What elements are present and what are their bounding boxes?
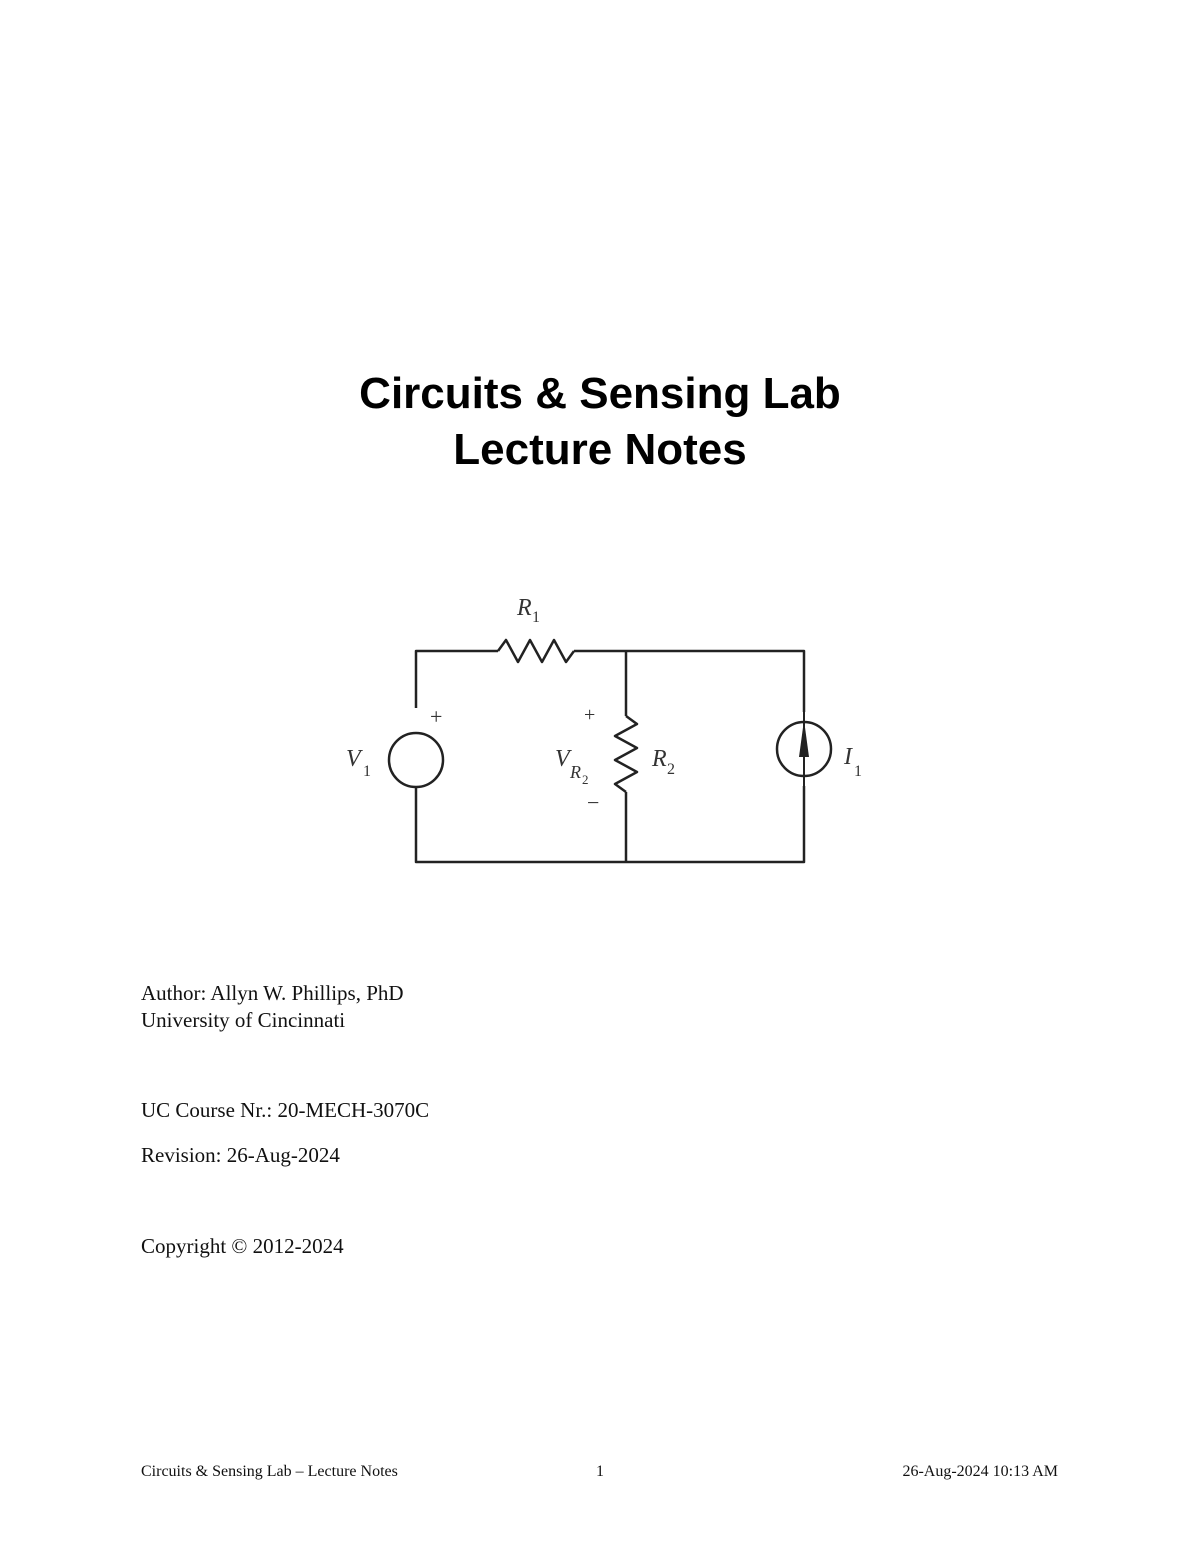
svg-text:R: R	[651, 746, 667, 772]
title-line-2: Lecture Notes	[453, 425, 747, 474]
svg-text:1: 1	[532, 609, 540, 626]
arrow-up-icon	[799, 720, 809, 757]
wire-left	[414, 649, 498, 708]
svg-text:R: R	[516, 595, 532, 621]
title-line-1: Circuits & Sensing Lab	[359, 369, 841, 418]
circuit-diagram: R 1 + V 1 + V R 2 − R 2 I 1	[330, 580, 890, 880]
svg-text:+: +	[430, 704, 442, 729]
svg-text:+: +	[584, 704, 595, 726]
svg-text:−: −	[587, 790, 599, 815]
resistor-r1-icon	[496, 638, 576, 664]
resistor-r2-icon	[613, 714, 639, 794]
svg-text:1: 1	[854, 763, 862, 780]
svg-text:2: 2	[667, 761, 675, 778]
svg-text:V: V	[346, 746, 363, 772]
copyright: Copyright © 2012-2024	[141, 1234, 344, 1258]
page-number: 1	[596, 1463, 604, 1480]
svg-text:I: I	[843, 744, 853, 770]
svg-text:2: 2	[582, 772, 589, 787]
wire-top	[574, 649, 806, 712]
voltage-source-v1-icon	[387, 731, 445, 789]
footer-left: Circuits & Sensing Lab – Lecture Notes	[141, 1463, 398, 1480]
footer-timestamp: 26-Aug-2024 10:13 AM	[902, 1463, 1058, 1480]
document-title: Circuits & Sensing Lab Lecture Notes	[0, 366, 1200, 478]
author: Author: Allyn W. Phillips, PhD	[141, 981, 404, 1005]
course-number: UC Course Nr.: 20-MECH-3070C	[141, 1098, 430, 1122]
svg-text:1: 1	[363, 763, 371, 780]
affiliation: University of Cincinnati	[141, 1008, 346, 1032]
svg-text:R: R	[569, 762, 581, 782]
revision: Revision: 26-Aug-2024	[141, 1143, 340, 1167]
svg-text:V: V	[555, 746, 572, 772]
